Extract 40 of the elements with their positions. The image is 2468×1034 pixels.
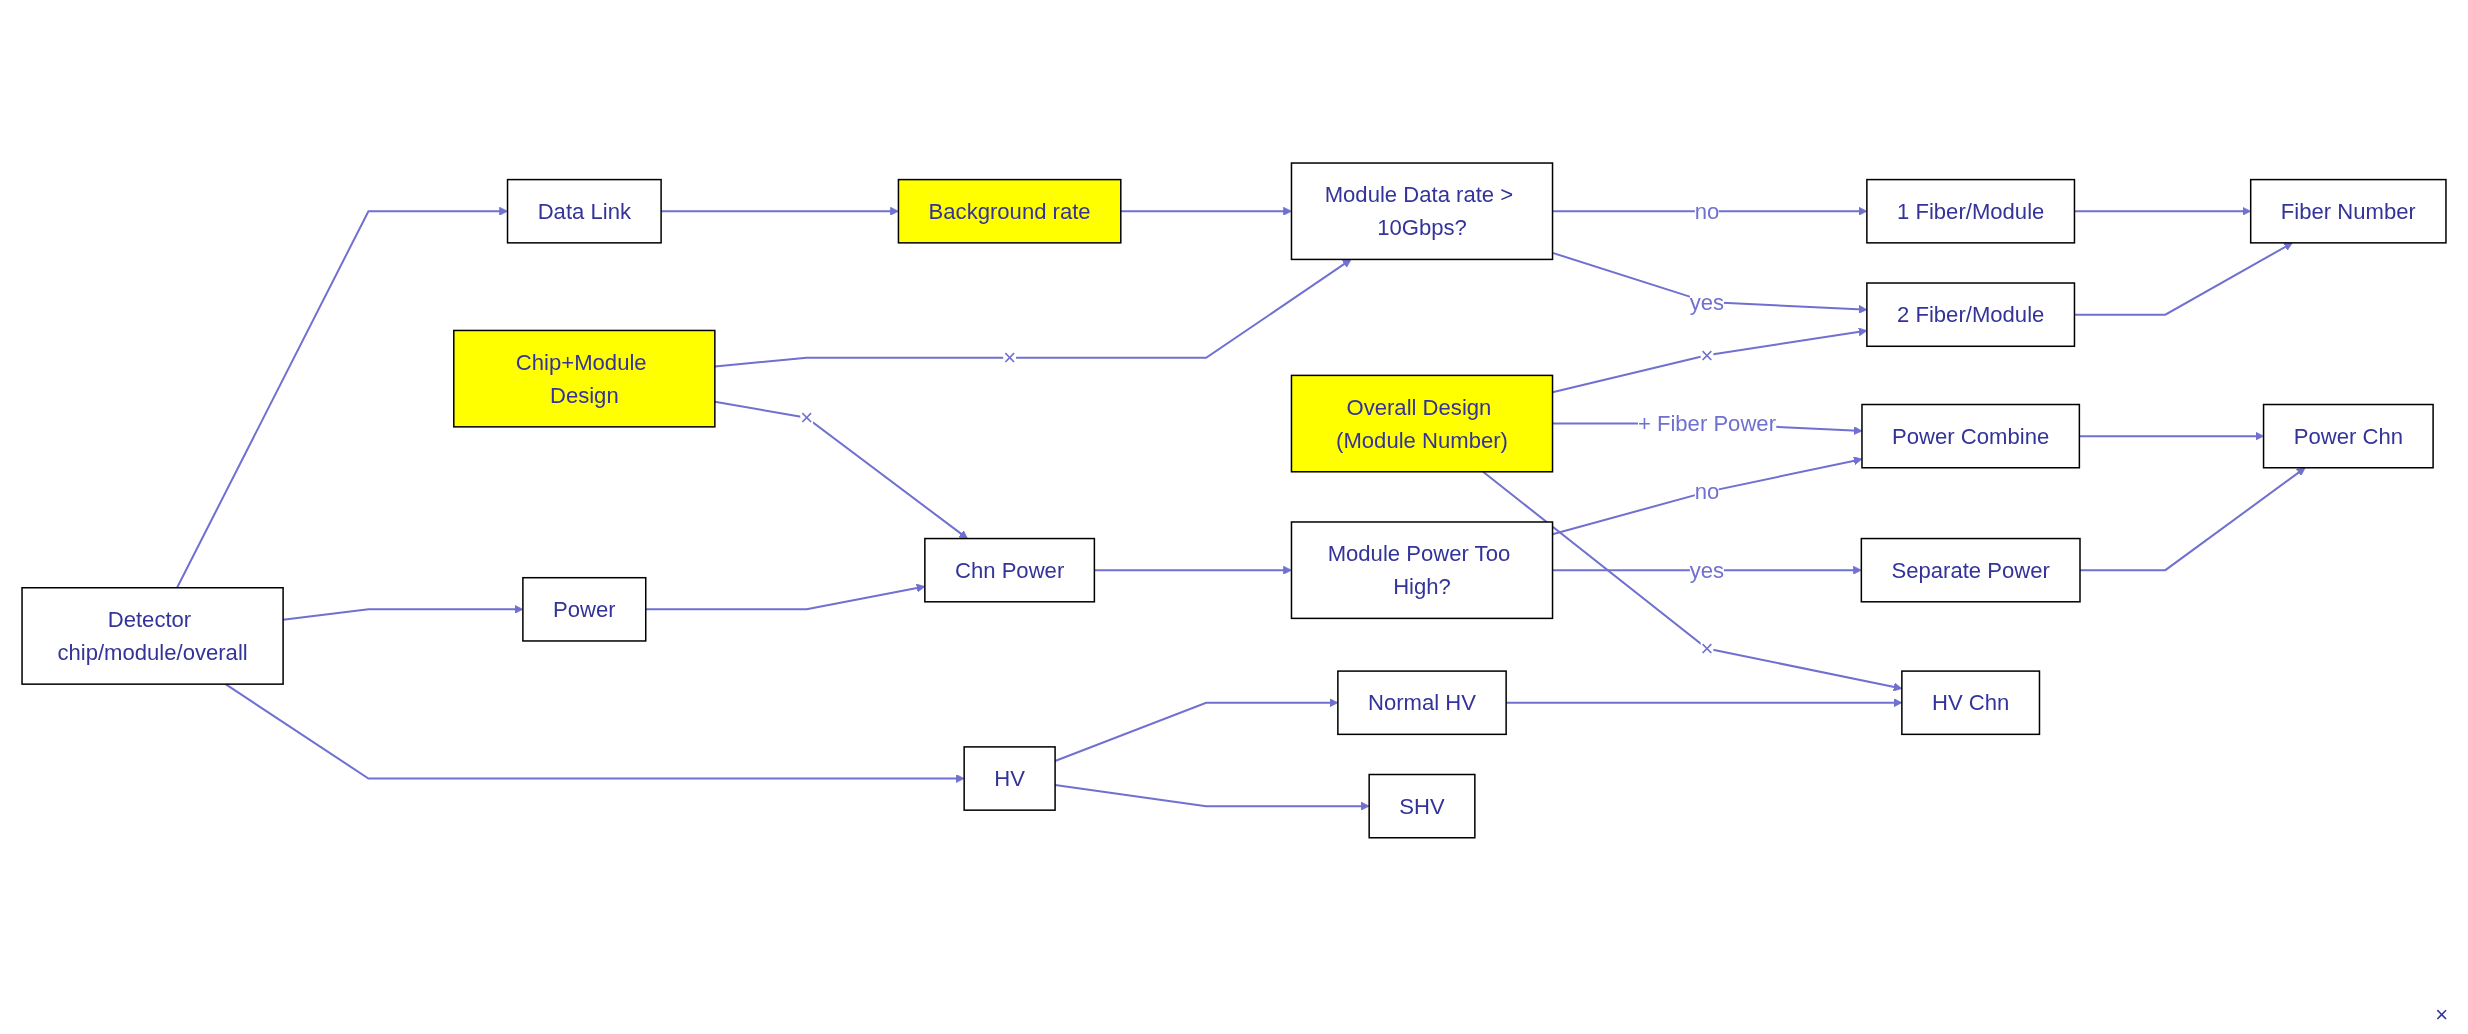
edge-label: × (1700, 342, 1714, 368)
node-box: HV (963, 745, 1056, 811)
node-box: Fiber Number (2249, 178, 2447, 244)
node-box: SHV (1368, 773, 1476, 839)
edge-label: yes (1689, 289, 1725, 315)
edge-label: no (1694, 198, 1720, 224)
node-box: Data Link (506, 178, 662, 244)
node-box: Module Data rate > 10Gbps? (1290, 161, 1554, 260)
note-text: × (2435, 1002, 2448, 1027)
arrow (1094, 565, 1292, 575)
node-box: Background rate (897, 178, 1122, 244)
node-box: Separate Power (1860, 537, 2081, 603)
edge-label: × (1700, 635, 1714, 661)
arrow (714, 258, 1352, 368)
arrow (176, 206, 508, 588)
arrow (714, 400, 968, 539)
node-box: Module Power Too High? (1290, 520, 1554, 619)
node-box: Chn Power (924, 537, 1096, 603)
arrow (2080, 466, 2306, 571)
edge-label: × (800, 404, 814, 430)
node-box: 2 Fiber/Module (1866, 281, 2076, 347)
node-box: Detector chip/module/overall (21, 586, 284, 685)
node-box: Power Chn (2262, 403, 2434, 469)
edge-label: yes (1689, 557, 1725, 583)
node-box: Power Combine (1861, 403, 2081, 469)
edge-label: + Fiber Power (1637, 410, 1776, 436)
arrow (661, 206, 899, 216)
node-box: 1 Fiber/Module (1866, 178, 2076, 244)
arrow (225, 682, 965, 783)
node-box: Overall Design (Module Number) (1290, 374, 1554, 473)
arrow (1120, 206, 1292, 216)
node-box: Normal HV (1337, 669, 1507, 735)
edge-label: × (1003, 344, 1017, 370)
node-box: Power (522, 576, 647, 642)
node-box: Chip+Module Design (453, 329, 716, 428)
arrow (2074, 242, 2293, 316)
arrow (2079, 431, 2264, 441)
node-box: HV Chn (1901, 669, 2041, 735)
arrow (1552, 565, 1862, 575)
edge-label: no (1694, 478, 1720, 505)
